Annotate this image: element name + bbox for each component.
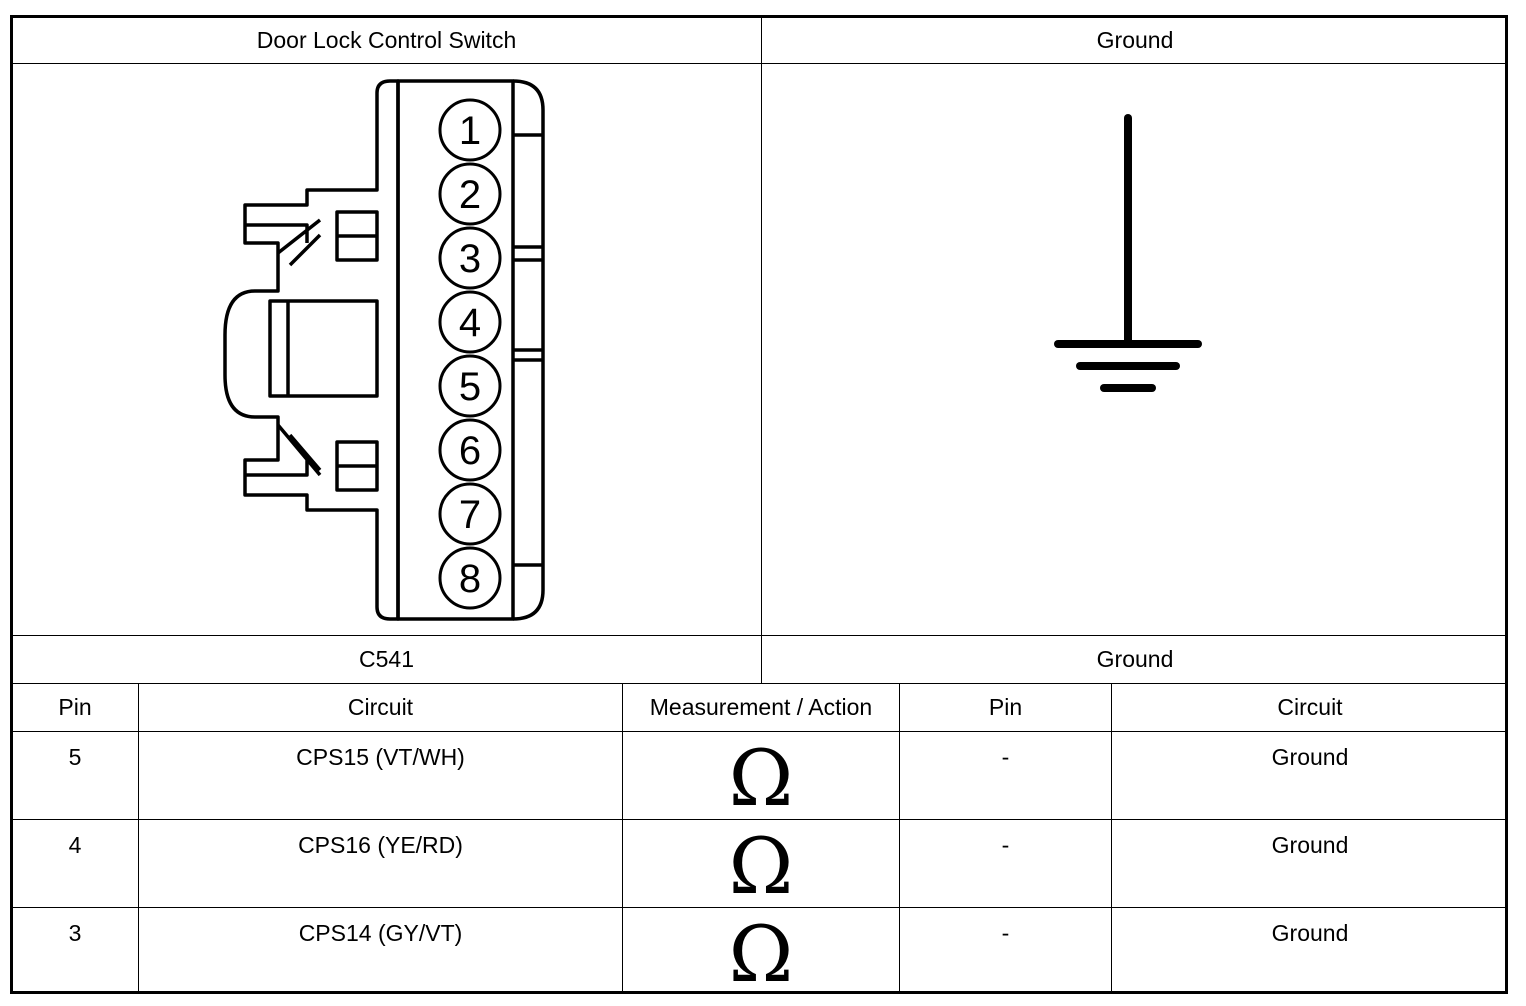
pin-1-circle (438, 98, 502, 162)
row-1-pin: 5 (68, 744, 82, 770)
lower-latch (245, 423, 322, 477)
rule-image (12, 635, 1508, 636)
rule-subheader (12, 683, 1508, 684)
row-3-pin: 3 (68, 920, 82, 946)
rule-row-1 (12, 819, 1508, 820)
rule-col-2 (622, 684, 623, 992)
pin-7-label: 7 (459, 493, 481, 537)
rule-row-2 (12, 907, 1508, 908)
rule-header (12, 63, 1508, 64)
column-header-pin: Pin (58, 694, 92, 720)
row-1-circuit: CPS15 (VT/WH) (296, 744, 465, 770)
connector-id: C541 (359, 646, 414, 672)
row-2-pin: 4 (68, 832, 82, 858)
pin-3-label: 3 (459, 237, 481, 281)
connector-title: Door Lock Control Switch (256, 27, 517, 53)
connector-drawing: 1 2 3 4 5 6 7 8 (223, 79, 545, 621)
column-header-measurement: Measurement / Action (649, 694, 873, 720)
pin-5-label: 5 (459, 365, 481, 409)
rule-columns (12, 731, 1508, 732)
ground-title: Ground (1096, 27, 1174, 53)
row-1-ohm-icon: Ω (728, 734, 794, 824)
row-1-circuit-2: Ground (1271, 744, 1349, 770)
pin-4-circle (438, 290, 502, 354)
pin-6-circle (438, 418, 502, 482)
pin-3-circle (438, 226, 502, 290)
row-2-ohm-icon: Ω (728, 822, 794, 912)
column-header-circuit-2: Circuit (1277, 694, 1343, 720)
pin-8-label: 8 (459, 557, 481, 601)
rule-col-3 (899, 684, 900, 992)
pin-5-circle (438, 354, 502, 418)
column-header-circuit: Circuit (347, 694, 414, 720)
row-3-pin-2: - (1001, 920, 1010, 946)
pin-7-circle (438, 482, 502, 546)
lock-tab (268, 299, 379, 398)
row-3-circuit-2: Ground (1271, 920, 1349, 946)
rule-col-4 (1111, 684, 1112, 992)
pin-2-circle (438, 162, 502, 226)
pin-circles (438, 98, 502, 610)
row-3-ohm-icon: Ω (728, 910, 794, 1000)
pin-8-circle (438, 546, 502, 610)
rule-top-split (761, 17, 762, 684)
connector-body (223, 79, 400, 621)
row-2-circuit: CPS16 (YE/RD) (298, 832, 463, 858)
ground-label: Ground (1096, 646, 1174, 672)
upper-latch (245, 218, 322, 267)
pin-1-label: 1 (459, 109, 481, 153)
row-3-circuit: CPS14 (GY/VT) (298, 920, 463, 946)
column-header-pin-2: Pin (988, 694, 1023, 720)
row-2-pin-2: - (1001, 832, 1010, 858)
row-2-circuit-2: Ground (1271, 832, 1349, 858)
row-1-pin-2: - (1001, 744, 1010, 770)
pin-2-label: 2 (459, 173, 481, 217)
pin-6-label: 6 (459, 429, 481, 473)
pin-4-label: 4 (459, 301, 481, 345)
diagram-frame (10, 15, 1508, 994)
ground-symbol (1054, 114, 1202, 392)
rule-col-1 (138, 684, 139, 992)
